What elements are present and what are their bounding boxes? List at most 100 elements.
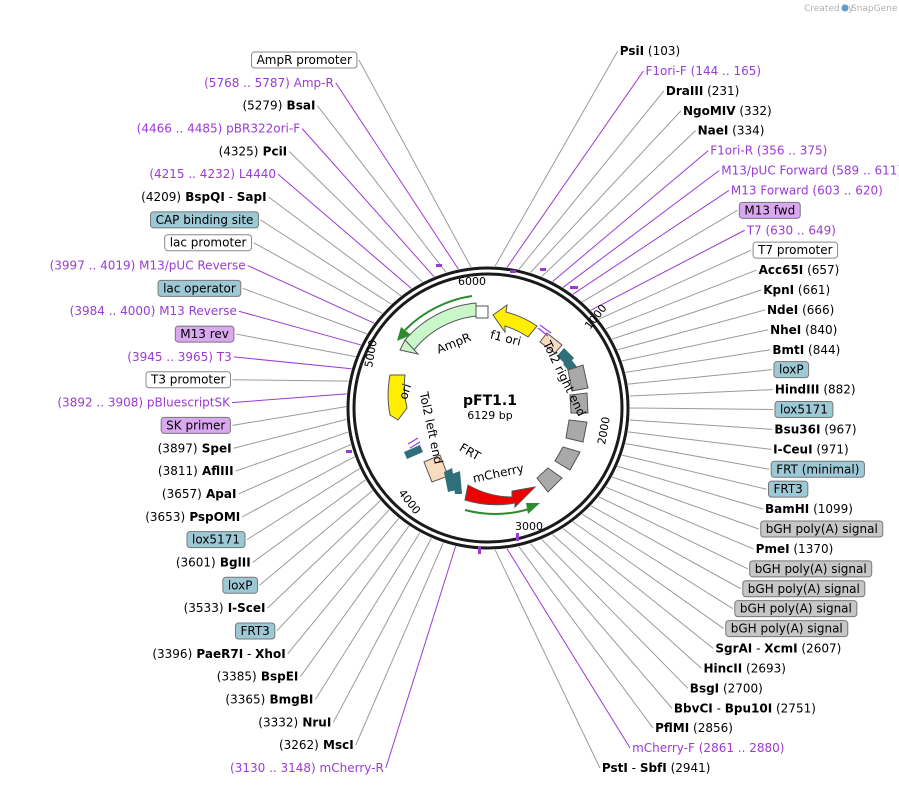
- site-label[interactable]: M13 Forward (603 .. 620): [731, 183, 883, 197]
- site-label[interactable]: (3897) SpeI: [158, 441, 232, 455]
- feature-box-label[interactable]: FRT3: [767, 480, 809, 498]
- ori-feature[interactable]: [387, 374, 408, 421]
- feature-box-label[interactable]: AmpR promoter: [251, 51, 358, 69]
- site-label[interactable]: BbvCI - Bpu10I (2751): [674, 701, 816, 715]
- feature-box-label[interactable]: T3 promoter: [145, 371, 231, 389]
- site-text: NgoMIV (332): [683, 104, 772, 118]
- site-text-part: mCherry-R: [316, 761, 384, 775]
- site-label[interactable]: PsiI (103): [620, 44, 680, 58]
- feature-box-label[interactable]: lox5171: [774, 401, 834, 418]
- ampr-promoter-box[interactable]: [475, 305, 489, 319]
- site-text-part: AflIII: [198, 464, 234, 478]
- site-label[interactable]: Acc65I (657): [759, 263, 840, 277]
- site-label[interactable]: I-CeuI (971): [773, 442, 849, 456]
- site-label[interactable]: KpnI (661): [763, 283, 830, 297]
- site-label[interactable]: NheI (840): [770, 323, 837, 337]
- site-label[interactable]: F1ori-R (356 .. 375): [710, 144, 827, 158]
- site-label[interactable]: PstI - SbfI (2941): [602, 761, 711, 775]
- site-label[interactable]: Bsu36I (967): [774, 422, 856, 436]
- site-text: PstI - SbfI (2941): [602, 761, 711, 775]
- site-text: SgrAI - XcmI (2607): [715, 642, 841, 656]
- bgh-box-3[interactable]: [565, 419, 588, 443]
- site-label[interactable]: (4466 .. 4485) pBR322ori-F: [137, 122, 301, 136]
- feature-box-label[interactable]: loxP: [222, 576, 259, 594]
- site-label[interactable]: M13/pUC Forward (589 .. 611): [721, 164, 899, 178]
- site-label[interactable]: (4215 .. 4232) L4440: [149, 167, 276, 181]
- feature-box: [749, 560, 873, 578]
- feature-box-label[interactable]: bGH poly(A) signal: [734, 600, 858, 618]
- site-label[interactable]: (3130 .. 3148) mCherry-R: [230, 761, 384, 775]
- site-label[interactable]: (3396) PaeR7I - XhoI: [152, 647, 285, 661]
- feature-box-label[interactable]: lac operator: [157, 279, 242, 297]
- feature-box-label[interactable]: bGH poly(A) signal: [742, 580, 866, 598]
- site-label[interactable]: PmeI (1370): [756, 542, 834, 556]
- feature-box-label[interactable]: FRT3: [234, 622, 276, 640]
- site-label[interactable]: NgoMIV (332): [683, 104, 772, 118]
- feature-box-label[interactable]: lac promoter: [164, 234, 252, 252]
- leader-line: [247, 265, 375, 324]
- leader-line: [358, 59, 472, 268]
- site-label[interactable]: (3262) MscI: [279, 738, 354, 752]
- site-label[interactable]: (3984 .. 4000) M13 Reverse: [70, 304, 237, 318]
- feature-box-label[interactable]: loxP: [773, 361, 810, 379]
- site-label[interactable]: DraIII (231): [666, 84, 739, 98]
- site-label[interactable]: (4209) BspQI - SapI: [141, 190, 266, 204]
- feature-box-label[interactable]: bGH poly(A) signal: [760, 520, 884, 538]
- site-label[interactable]: HincII (2693): [703, 661, 785, 675]
- bgh-box-1[interactable]: [567, 364, 589, 392]
- site-label[interactable]: (3332) NruI: [258, 715, 331, 729]
- feature-box-label[interactable]: lox5171: [186, 531, 246, 549]
- site-label[interactable]: HindIII (882): [775, 383, 856, 397]
- site-label[interactable]: (3892 .. 3908) pBluescriptSK: [57, 396, 231, 410]
- feature-box-label[interactable]: SK primer: [160, 416, 231, 434]
- site-label[interactable]: (3997 .. 4019) M13/pUC Reverse: [50, 259, 246, 273]
- site-label[interactable]: (3657) ApaI: [162, 487, 237, 501]
- primer-mark-amp-r: [436, 264, 442, 267]
- site-label[interactable]: (3811) AflIII: [158, 464, 234, 478]
- site-label[interactable]: (3601) BglII: [176, 555, 251, 569]
- site-label[interactable]: (3653) PspOMI: [145, 510, 240, 524]
- site-label[interactable]: (5279) BsaI: [242, 99, 315, 113]
- bgh-box-2[interactable]: [569, 392, 589, 414]
- site-label[interactable]: (3945 .. 3965) T3: [127, 350, 231, 364]
- feature-box-label[interactable]: M13 fwd: [738, 201, 801, 219]
- site-text: (3653) PspOMI: [145, 510, 240, 524]
- site-label[interactable]: T7 (630 .. 649): [746, 223, 836, 237]
- feature-box: [752, 241, 839, 259]
- site-label[interactable]: PflMI (2856): [655, 721, 733, 735]
- site-label[interactable]: BsgI (2700): [690, 681, 763, 695]
- site-label[interactable]: NdeI (666): [767, 303, 834, 317]
- site-label[interactable]: BamHI (1099): [765, 502, 853, 516]
- feature-box: [222, 576, 259, 594]
- feature-box-label[interactable]: CAP binding site: [150, 211, 259, 229]
- feature-box-label[interactable]: FRT (minimal): [770, 460, 865, 478]
- mcherry-strand-arrowhead-icon: [526, 503, 540, 514]
- f1-ori-feature[interactable]: [492, 303, 538, 338]
- site-text: (3997 .. 4019) M13/pUC Reverse: [50, 259, 246, 273]
- feature-box-label[interactable]: M13 rev: [174, 325, 235, 343]
- mcherry-feature[interactable]: [464, 484, 537, 509]
- site-label[interactable]: (5768 .. 5787) Amp-R: [204, 76, 334, 90]
- leader-line: [590, 229, 745, 311]
- tol2-right-box-1[interactable]: [539, 332, 563, 354]
- site-label[interactable]: (3533) I-SceI: [184, 601, 266, 615]
- site-text: (4215 .. 4232) L4440: [149, 167, 276, 181]
- feature-box-label[interactable]: T7 promoter: [752, 241, 839, 259]
- site-label[interactable]: F1ori-F (144 .. 165): [645, 64, 761, 78]
- site-label[interactable]: SgrAI - XcmI (2607): [715, 642, 841, 656]
- bgh-box-4[interactable]: [554, 446, 581, 471]
- feature-box-label[interactable]: bGH poly(A) signal: [725, 620, 849, 638]
- site-label[interactable]: (4325) PciI: [219, 144, 288, 158]
- feature-box-label[interactable]: bGH poly(A) signal: [749, 560, 873, 578]
- site-label[interactable]: NaeI (334): [698, 124, 765, 138]
- site-text-part: SpeI: [198, 441, 232, 455]
- site-label[interactable]: (3365) BmgBI: [225, 692, 313, 706]
- site-label[interactable]: mCherry-F (2861 .. 2880): [632, 741, 784, 755]
- site-text-part: NdeI: [767, 303, 798, 317]
- bgh-box-5[interactable]: [536, 467, 563, 493]
- feature-box-text: bGH poly(A) signal: [740, 602, 852, 616]
- site-text: (3262) MscI: [279, 738, 354, 752]
- site-text: (4325) PciI: [219, 144, 288, 158]
- site-label[interactable]: BmtI (844): [772, 343, 840, 357]
- site-label[interactable]: (3385) BspEI: [217, 670, 299, 684]
